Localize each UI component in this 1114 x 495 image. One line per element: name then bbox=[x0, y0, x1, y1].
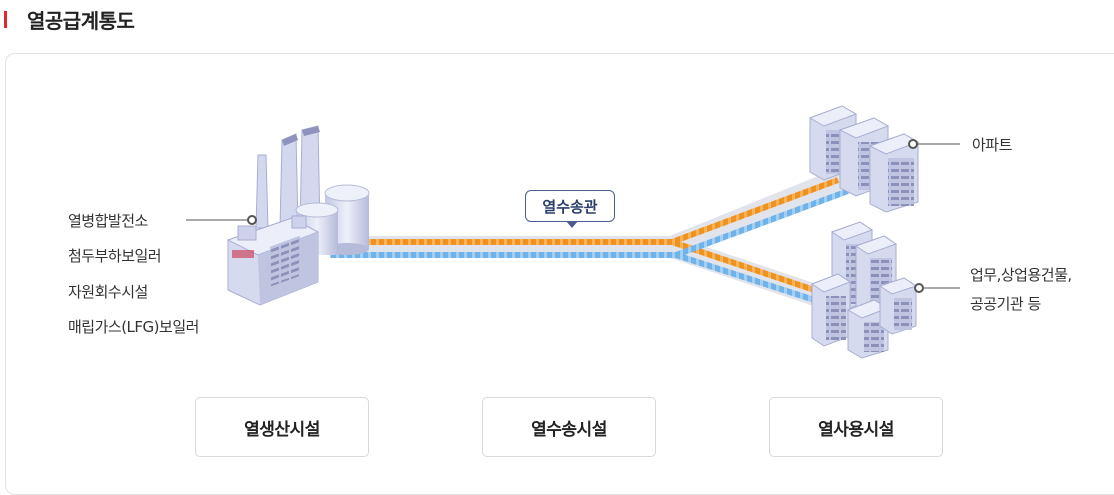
label-apartment: 아파트 bbox=[972, 136, 1012, 154]
facility-usage-button[interactable]: 열사용시설 bbox=[769, 397, 943, 457]
apartment-buildings-illustration bbox=[808, 105, 920, 213]
title-accent-bar bbox=[4, 10, 7, 28]
commercial-marker-dot bbox=[914, 283, 924, 293]
label-commercial-line2: 공공기관 등 bbox=[970, 295, 1041, 313]
commercial-buildings-illustration bbox=[810, 221, 918, 359]
facility-production-button[interactable]: 열생산시설 bbox=[195, 397, 369, 457]
apartment-marker-dot bbox=[908, 139, 918, 149]
plant-marker-dot bbox=[247, 215, 257, 225]
label-chp-plant: 열병합발전소 bbox=[68, 212, 148, 230]
heat-supply-diagram bbox=[186, 105, 960, 359]
facility-transport-button[interactable]: 열수송시설 bbox=[482, 397, 656, 457]
label-resource-recovery: 자원회수시설 bbox=[68, 283, 148, 301]
label-peak-boiler: 첨두부하보일러 bbox=[68, 247, 162, 265]
label-lfg-boiler: 매립가스(LFG)보일러 bbox=[68, 318, 199, 336]
heat-pipe-badge: 열수송관 bbox=[525, 190, 615, 228]
pipe-network bbox=[330, 166, 850, 316]
power-plant-illustration bbox=[226, 125, 370, 306]
section-header: 열공급계통도 bbox=[0, 6, 135, 33]
label-commercial-line1: 업무,상업용건물, bbox=[970, 266, 1072, 284]
leader-lines bbox=[186, 139, 960, 293]
page-title: 열공급계통도 bbox=[27, 8, 135, 33]
